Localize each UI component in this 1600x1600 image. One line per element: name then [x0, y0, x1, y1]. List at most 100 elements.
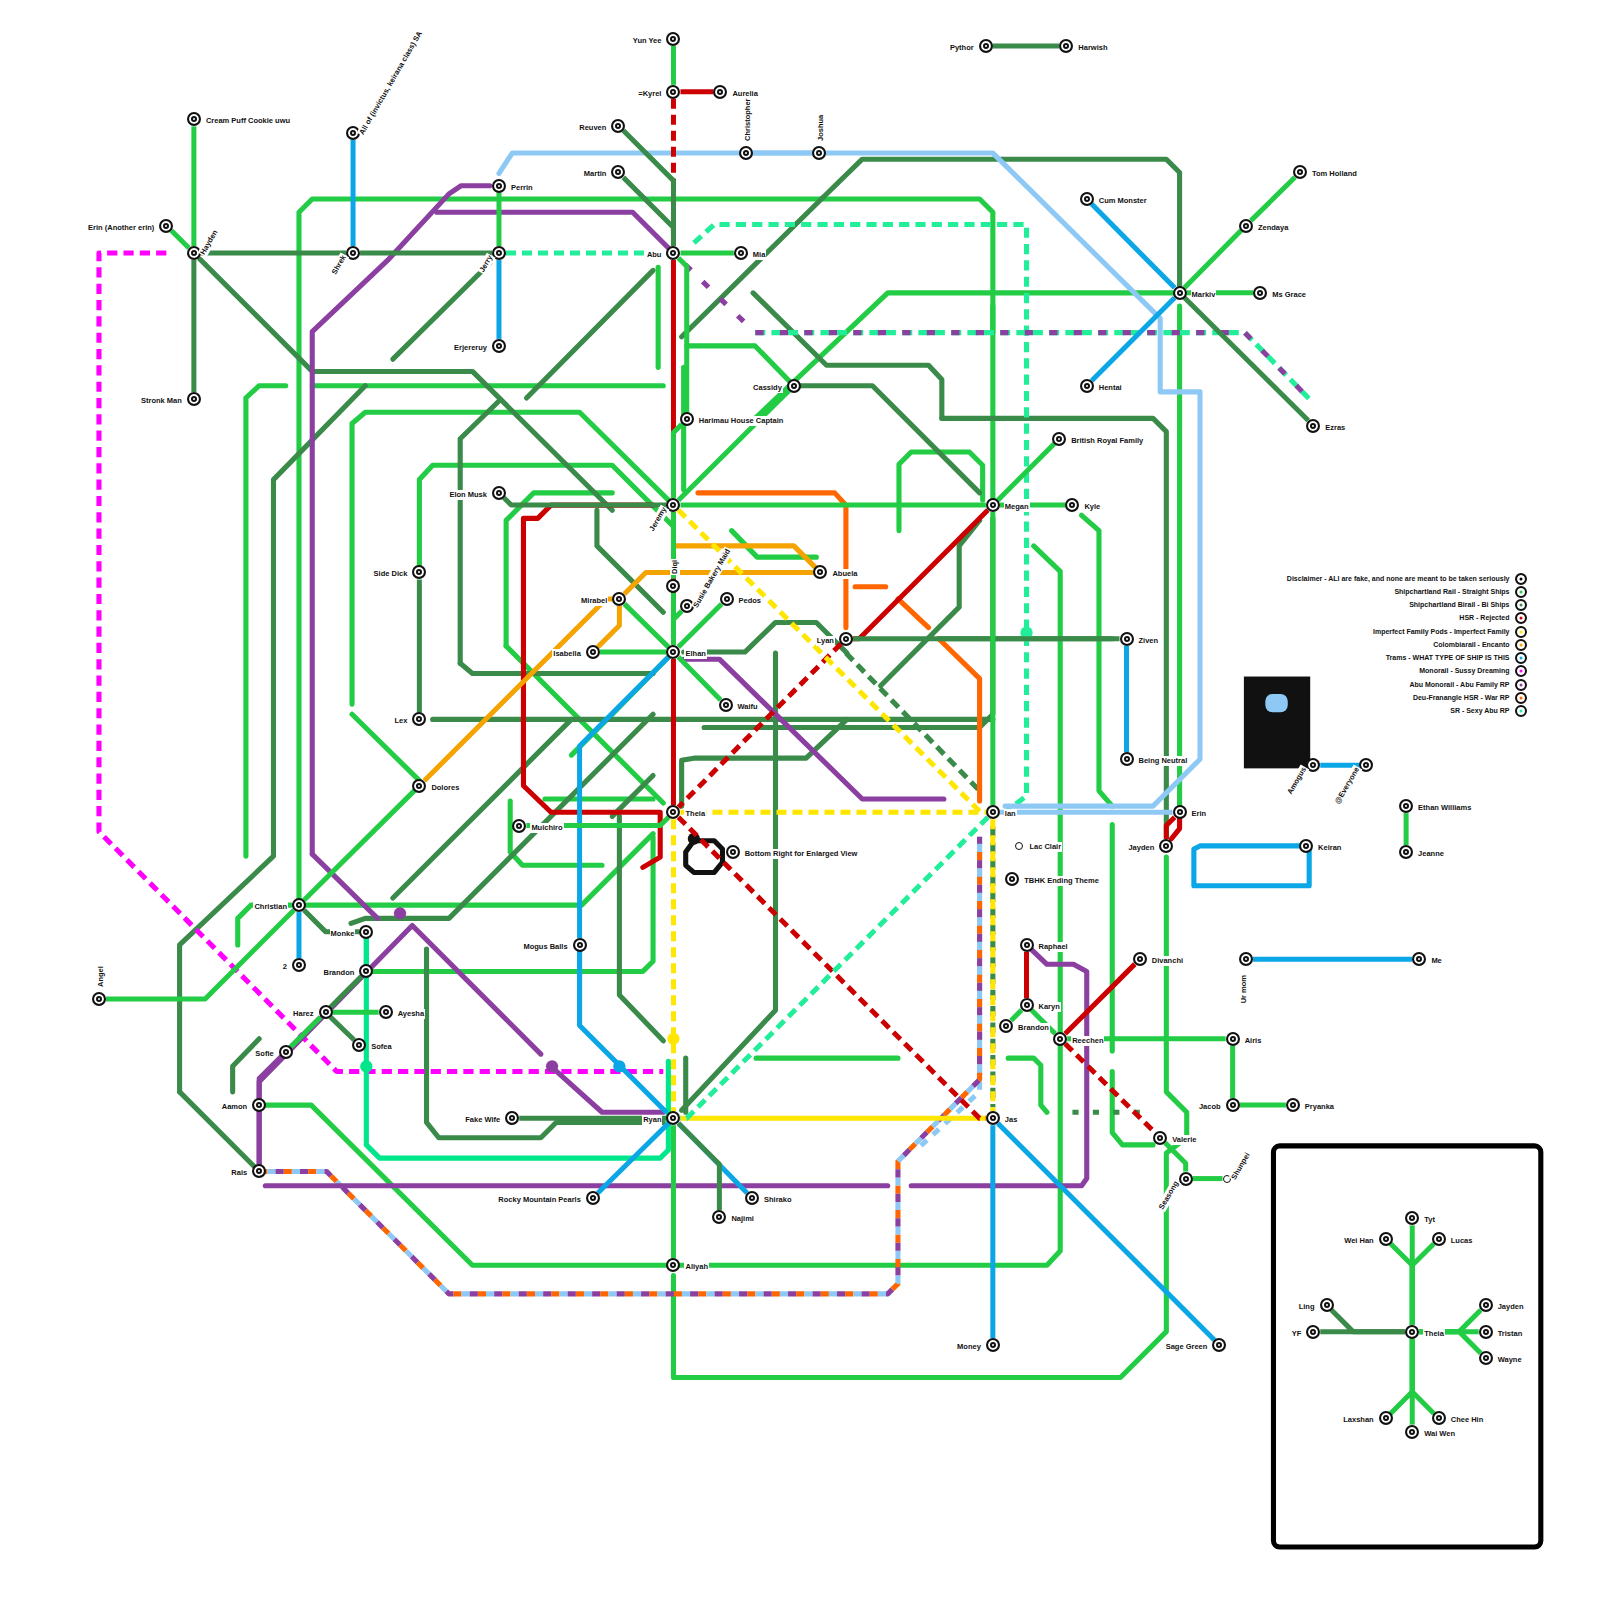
- legend-swatch: [1515, 652, 1527, 664]
- map-line: [460, 400, 500, 663]
- station-marker: Bottom Right for Enlarged View: [726, 845, 740, 859]
- station-name: Angel: [96, 965, 106, 988]
- station-name: Ayesha: [397, 1009, 425, 1019]
- station-marker: Aamon: [252, 1098, 266, 1112]
- rail-line: [990, 819, 995, 1111]
- station-marker: Angel: [92, 992, 106, 1006]
- map-line: [180, 1092, 260, 1172]
- map-line: [366, 939, 668, 1158]
- legend-row: Trams - WHAT TYPE OF SHIP IS THIS: [1515, 652, 1527, 664]
- station-name: Hentai: [1098, 383, 1123, 393]
- rail-line: [424, 599, 612, 781]
- legend-text: HSR - Rejected: [1458, 613, 1510, 623]
- station-name: Monke: [330, 929, 356, 939]
- rail-line: [598, 606, 620, 647]
- station-name: Ms Grace: [1271, 290, 1307, 300]
- station-name: Martin: [583, 169, 608, 179]
- station-marker: Megan: [986, 498, 1000, 512]
- station-marker: Jacob: [1226, 1098, 1240, 1112]
- station-name: Laxshan: [1342, 1415, 1374, 1425]
- rail-line: [998, 444, 1054, 500]
- station-marker: Keiran: [1299, 839, 1313, 853]
- station-marker: Jayden: [1159, 839, 1173, 853]
- station-name: Abu: [646, 250, 663, 260]
- station-marker: Theia: [666, 805, 680, 819]
- map-line: [527, 270, 654, 398]
- station-name: Isabella: [552, 649, 582, 659]
- map-line: [694, 224, 1027, 812]
- station-marker: Pythor: [979, 39, 993, 53]
- station-name: Erin: [1191, 809, 1208, 819]
- map-line: [360, 1060, 372, 1072]
- station-marker: Joshua: [812, 146, 826, 160]
- legend-swatch: [1515, 639, 1527, 651]
- station-name: Lac Clair: [1028, 842, 1062, 852]
- rail-line: [623, 130, 673, 246]
- map-line: [918, 837, 979, 1148]
- rail-line: [1412, 1339, 1434, 1414]
- map-line: [352, 412, 673, 704]
- station-marker: Chee Hin: [1432, 1411, 1446, 1425]
- map-line: [259, 837, 979, 1294]
- station-name: YF: [1291, 1329, 1303, 1339]
- rail-line: [853, 510, 988, 639]
- station-marker: Martin: [611, 165, 625, 179]
- rail-line: [1320, 1329, 1405, 1334]
- map-line: [419, 465, 673, 572]
- station-marker: Dolores: [412, 779, 426, 793]
- station-marker: Abuela: [813, 565, 827, 579]
- rail-line: [506, 251, 667, 256]
- station-name: Christian: [253, 902, 288, 912]
- legend-row: SR - Sexy Abu RP: [1515, 705, 1527, 717]
- rail-line: [680, 503, 985, 508]
- map-line: [898, 599, 929, 628]
- rail-line: [1166, 817, 1174, 839]
- station-marker: Diqi: [666, 579, 680, 593]
- station-marker: Rais: [252, 1164, 266, 1178]
- rail-line: [993, 43, 1060, 48]
- rail-line: [417, 579, 422, 712]
- map-line: [846, 653, 980, 791]
- station-name: Amogus: [1285, 765, 1310, 798]
- station-marker: Yun Yee: [666, 32, 680, 46]
- station-marker: Tom Holland: [1293, 165, 1307, 179]
- station-marker: Elon Musk: [492, 486, 506, 500]
- rail-line: [671, 1125, 676, 1258]
- rail-line: [1024, 952, 1029, 998]
- station-marker: Mia: [734, 246, 748, 260]
- station-name: Jeremy: [647, 505, 670, 534]
- station-marker: Side Dick: [412, 565, 426, 579]
- rail-line: [296, 912, 301, 958]
- station-marker: Susie Bakery Maid: [680, 599, 694, 613]
- rail-line: [1412, 1244, 1434, 1325]
- station-name: Kyle: [1083, 502, 1101, 512]
- station-name: Ezras: [1324, 423, 1346, 433]
- station-name: Lex: [393, 716, 408, 726]
- station-marker: Ms Grace: [1253, 286, 1267, 300]
- station-marker: Harwish: [1059, 39, 1073, 53]
- legend-text: Monorail - Sussy Dreaming: [1418, 666, 1510, 676]
- rail-line: [351, 140, 356, 246]
- station-marker: Elhan: [666, 645, 680, 659]
- map-line: [259, 837, 979, 1294]
- station-name: Joshua: [816, 114, 826, 142]
- rail-line: [600, 650, 667, 655]
- station-marker: Christian: [292, 898, 306, 912]
- station-marker: 2: [292, 958, 306, 972]
- station-name: Shrek: [329, 253, 349, 278]
- station-name: Brandon: [322, 968, 355, 978]
- station-marker: Harimau House Captain: [680, 412, 694, 426]
- station-marker: Shirako: [745, 1191, 759, 1205]
- station-marker: Christopher: [739, 146, 753, 160]
- map-line: [460, 663, 653, 673]
- rail-line: [624, 604, 668, 647]
- map-line: [683, 1058, 688, 1112]
- station-marker: Cum Monster: [1080, 192, 1094, 206]
- station-marker: Wai Wen: [1405, 1425, 1419, 1439]
- station-name: Theia: [684, 809, 706, 819]
- station-marker: Kyle: [1065, 498, 1079, 512]
- station-marker: Abu: [666, 246, 680, 260]
- rail-line: [990, 512, 995, 805]
